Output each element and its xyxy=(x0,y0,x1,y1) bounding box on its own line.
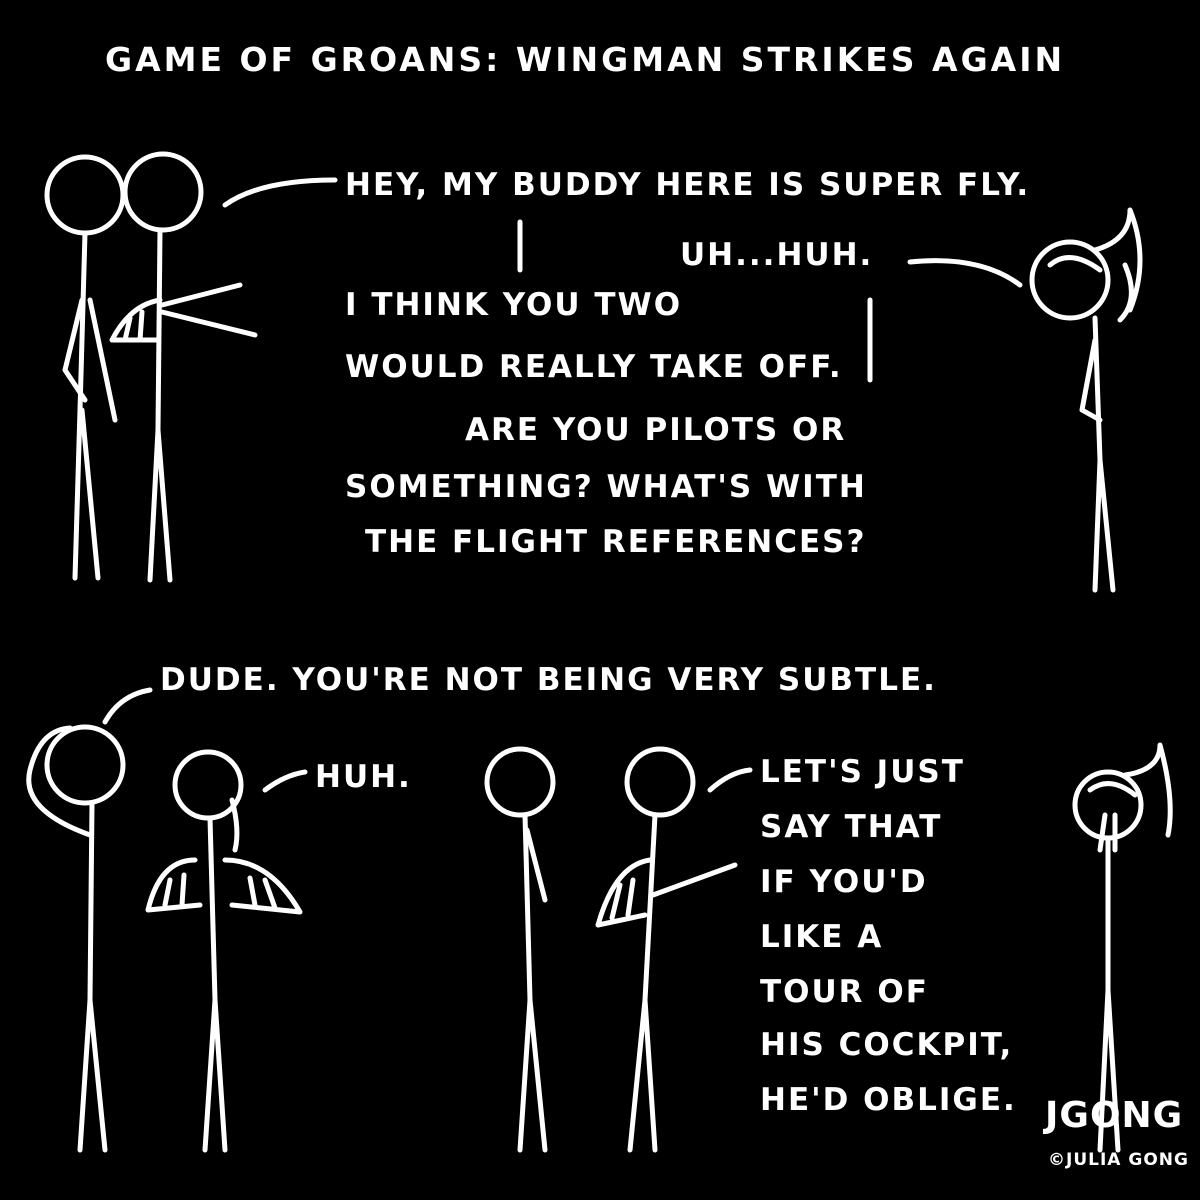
wingman-speech-4-line: LET'S JUST xyxy=(760,754,965,790)
wingman-figure-3 xyxy=(595,746,738,1153)
wingman-speech-3: HUH. xyxy=(315,759,412,795)
copyright-notice: ©JULIA GONG xyxy=(1048,1150,1189,1170)
comic-title: GAME OF GROANS: WINGMAN STRIKES AGAIN xyxy=(105,40,1066,79)
wingman-speech-2b: WOULD REALLY TAKE OFF. xyxy=(345,349,843,385)
wing-icon xyxy=(145,857,203,913)
wingman-speech-4-line: LIKE A xyxy=(760,919,884,955)
woman-speech-2b: SOMETHING? WHAT'S WITH xyxy=(345,469,867,505)
wingman-speech-4-line: HIS COCKPIT, xyxy=(760,1027,1014,1063)
woman-figure xyxy=(1029,207,1143,593)
wingman-speech-4-line: HE'D OBLIGE. xyxy=(760,1082,1017,1118)
woman-speech-2c: THE FLIGHT REFERENCES? xyxy=(365,524,867,560)
wing-icon xyxy=(595,857,653,928)
woman-speech-1: UH...HUH. xyxy=(680,237,874,273)
wing-icon xyxy=(222,857,303,915)
wingman-figure xyxy=(109,151,258,583)
wingman-speech-1: HEY, MY BUDDY HERE IS SUPER FLY. xyxy=(345,167,1031,203)
wingman-speech-4-line: TOUR OF xyxy=(760,974,929,1010)
woman-speech-2a: ARE YOU PILOTS OR xyxy=(465,412,847,448)
artist-signature: JGONG xyxy=(1045,1095,1184,1136)
friend-figure-3 xyxy=(484,746,556,1153)
woman-figure-2 xyxy=(1072,742,1173,1153)
wingman-speech-4-line: SAY THAT xyxy=(760,809,943,845)
wingman-speech-2a: I THINK YOU TWO xyxy=(345,287,683,323)
wingman-speech-4-line: IF YOU'D xyxy=(760,864,928,900)
wing-icon xyxy=(109,297,163,343)
friend-speech: DUDE. YOU'RE NOT BEING VERY SUBTLE. xyxy=(160,662,937,698)
friend-figure xyxy=(44,154,126,581)
wingman-figure-2 xyxy=(145,749,303,1153)
friend-figure-2 xyxy=(26,724,126,1153)
